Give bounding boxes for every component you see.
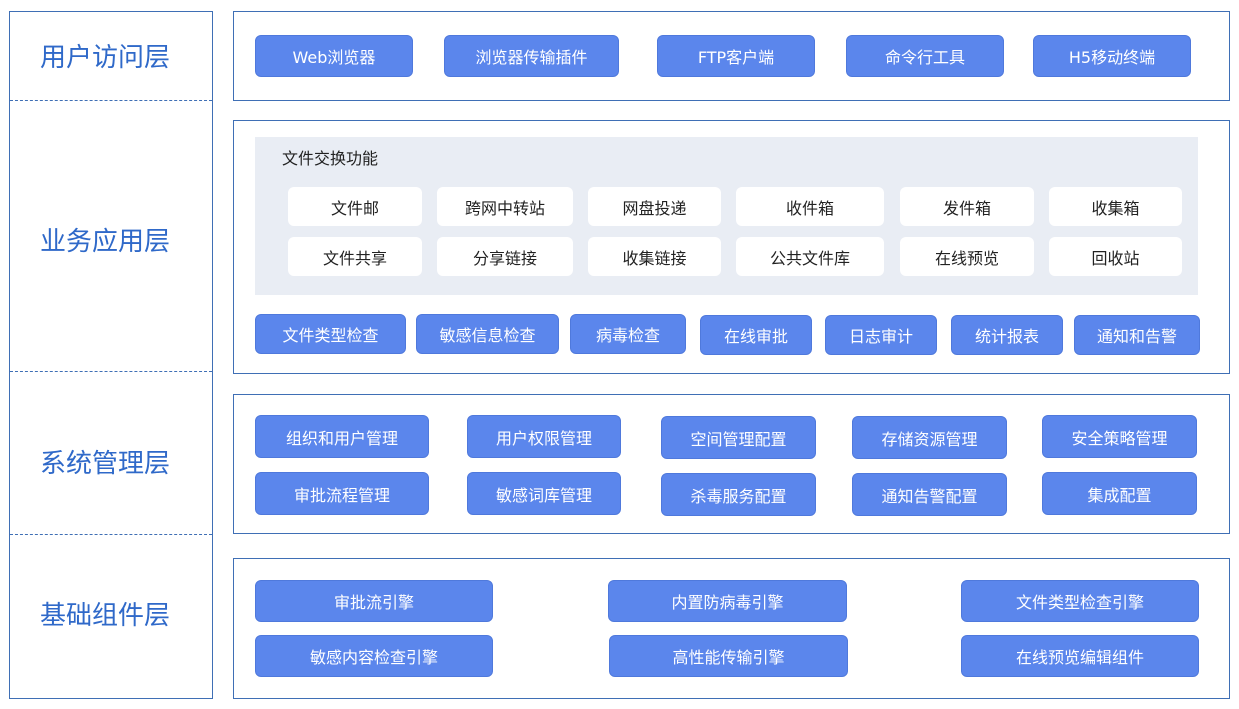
business-item: 日志审计 xyxy=(825,315,937,355)
layer-divider xyxy=(10,371,212,372)
access-item: H5移动终端 xyxy=(1033,35,1191,77)
base-item: 内置防病毒引擎 xyxy=(608,580,847,622)
base-item: 审批流引擎 xyxy=(255,580,493,622)
system-item: 用户权限管理 xyxy=(467,415,621,458)
layer-divider xyxy=(10,534,212,535)
exchange-item: 收集链接 xyxy=(588,237,721,276)
exchange-item: 文件邮 xyxy=(288,187,422,226)
system-item: 审批流程管理 xyxy=(255,472,429,515)
file-exchange-title: 文件交换功能 xyxy=(282,149,379,168)
system-item: 敏感词库管理 xyxy=(467,472,621,515)
base-item: 在线预览编辑组件 xyxy=(961,635,1199,677)
base-item: 文件类型检查引擎 xyxy=(961,580,1199,622)
business-item: 在线审批 xyxy=(700,315,812,355)
exchange-item: 分享链接 xyxy=(437,237,573,276)
business-item: 病毒检查 xyxy=(570,314,686,354)
exchange-item: 发件箱 xyxy=(900,187,1034,226)
business-item: 统计报表 xyxy=(951,315,1063,355)
exchange-item: 公共文件库 xyxy=(736,237,884,276)
base-item: 高性能传输引擎 xyxy=(609,635,848,677)
business-item: 通知和告警 xyxy=(1074,315,1200,355)
access-item: FTP客户端 xyxy=(657,35,815,77)
system-item: 通知告警配置 xyxy=(852,473,1007,516)
layer-title-base: 基础组件层 xyxy=(39,600,170,631)
access-item: Web浏览器 xyxy=(255,35,413,77)
exchange-item: 收集箱 xyxy=(1049,187,1182,226)
exchange-item: 收件箱 xyxy=(736,187,884,226)
layer-divider xyxy=(10,100,212,101)
system-item: 空间管理配置 xyxy=(661,416,816,459)
exchange-item: 网盘投递 xyxy=(588,187,721,226)
exchange-item: 回收站 xyxy=(1049,237,1182,276)
exchange-item: 文件共享 xyxy=(288,237,422,276)
system-item: 杀毒服务配置 xyxy=(661,473,816,516)
layer-title-system: 系统管理层 xyxy=(39,448,170,479)
layer-title-access: 用户访问层 xyxy=(39,42,170,73)
access-item: 命令行工具 xyxy=(846,35,1004,77)
system-item: 安全策略管理 xyxy=(1042,415,1197,458)
base-item: 敏感内容检查引擎 xyxy=(255,635,493,677)
access-item: 浏览器传输插件 xyxy=(444,35,619,77)
exchange-item: 跨网中转站 xyxy=(437,187,573,226)
system-item: 组织和用户管理 xyxy=(255,415,429,458)
business-item: 敏感信息检查 xyxy=(416,314,559,354)
business-item: 文件类型检查 xyxy=(255,314,406,354)
system-item: 存储资源管理 xyxy=(852,416,1007,459)
layer-column xyxy=(9,11,213,699)
system-item: 集成配置 xyxy=(1042,472,1197,515)
exchange-item: 在线预览 xyxy=(900,237,1034,276)
layer-title-business: 业务应用层 xyxy=(39,226,170,257)
